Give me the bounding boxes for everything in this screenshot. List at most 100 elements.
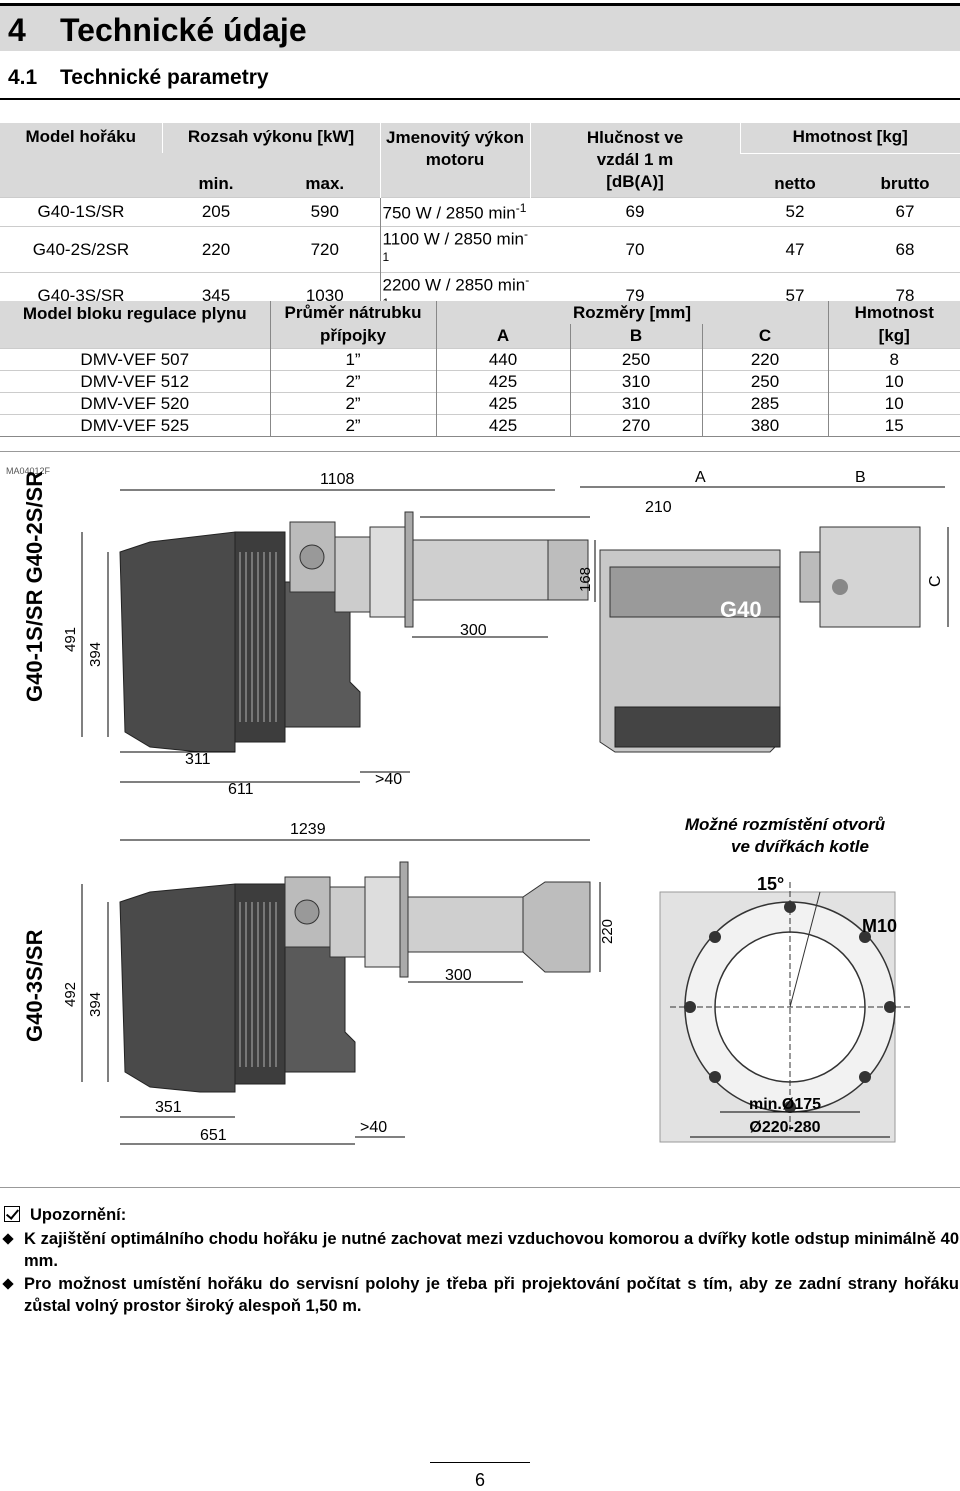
note-text: Pro možnost umístění hořáku do servisní … (24, 1275, 959, 1315)
header-valve-model: Model bloku regulace plynu (0, 301, 270, 349)
header-max: max. (270, 153, 380, 198)
table-header-row: Model hořáku Rozsah výkonu [kW] Jmenovit… (0, 123, 960, 198)
page-number: 6 (474, 1470, 485, 1490)
model-label-top: G40-1S/SR G40-2S/SR (22, 471, 47, 702)
dim-c: C (927, 575, 944, 587)
cell-valve-model: DMV-VEF 507 (0, 348, 270, 371)
header-diameter-2: přípojky (269, 324, 436, 349)
cell-a: 425 (435, 370, 570, 393)
note-text: K zajištění optimálního chodu hořáku je … (24, 1230, 959, 1270)
page-footer-rule (430, 1462, 530, 1463)
header-range: Rozsah výkonu [kW] (161, 123, 380, 153)
header-netto: netto (740, 152, 850, 198)
drawing-code: MA04012F (6, 466, 51, 476)
dim-311: 311 (185, 751, 211, 768)
table-row: DMV-VEF 520 2” 425 310 285 10 (0, 392, 960, 415)
caption-line-1: Možné rozmístění otvorů (685, 815, 886, 834)
header-c: C (701, 324, 828, 349)
header-weight: Hmotnost [kg] (739, 123, 960, 153)
dim-220: 220 (599, 919, 616, 944)
diamond-bullet-icon (2, 1233, 14, 1245)
cell-noise: 69 (530, 197, 740, 227)
cell-b: 270 (569, 414, 702, 437)
diamond-bullet-icon (2, 1278, 14, 1290)
header-min: min. (162, 153, 270, 198)
cell-weight: 10 (827, 370, 960, 393)
subsection-heading: 4.1 Technické parametry (0, 60, 960, 98)
dim-300-bottom: 300 (445, 967, 472, 984)
burner-top-view: G40 (119, 511, 921, 753)
gas-valve-table: Model bloku regulace plynu Průměr nátrub… (0, 301, 960, 437)
header-valve-weight-2: [kg] (827, 324, 960, 349)
table-row: DMV-VEF 512 2” 425 310 250 10 (0, 370, 960, 393)
dim-611: 611 (228, 781, 254, 798)
cell-b: 250 (569, 348, 702, 371)
cell-brutto: 67 (850, 197, 960, 227)
checkbox-icon (4, 1206, 20, 1222)
cell-netto: 52 (740, 197, 850, 227)
dim-491: 491 (62, 627, 79, 652)
burner-dimension-drawing: MA04012F G40 (0, 451, 960, 1188)
cell-b: 310 (569, 392, 702, 415)
section-title: Technické údaje (60, 12, 307, 48)
dim-394-top: 394 (87, 642, 104, 667)
cell-model: G40-1S/SR (0, 197, 162, 227)
cell-max: 720 (270, 225, 380, 273)
cell-min: 205 (162, 197, 270, 227)
dim-b: B (855, 469, 866, 486)
table-row: DMV-VEF 525 2” 425 270 380 15 (0, 414, 960, 437)
notes-title: Upozornění: (4, 1204, 126, 1226)
boiler-door-pattern (659, 882, 910, 1143)
bottom-dimension-lines (81, 839, 601, 1145)
header-dimensions: Rozměry [mm] (435, 301, 828, 325)
dim-394-bottom: 394 (87, 992, 104, 1017)
cell-a: 425 (435, 392, 570, 415)
table-header-row: přípojky A B C [kg] (0, 324, 960, 349)
header-a: A (435, 324, 570, 349)
cell-c: 250 (701, 370, 828, 393)
dim-210: 210 (645, 499, 672, 516)
header-motor: Jmenovitý výkon motoru (379, 123, 530, 198)
dim-492: 492 (62, 982, 79, 1007)
bolt-label: M10 (862, 916, 897, 936)
cell-diameter: 1” (269, 348, 436, 371)
header-b: B (569, 324, 702, 349)
cell-brutto: 68 (850, 225, 960, 273)
header-diameter: Průměr nátrubku (269, 301, 436, 325)
section-number: 4 (8, 12, 26, 48)
dim-1239: 1239 (290, 821, 326, 838)
min-diameter-label: min.Ø175 (749, 1096, 821, 1113)
dim-40-top: >40 (375, 771, 402, 788)
caption-line-2: ve dvířkách kotle (731, 837, 869, 856)
cell-motor: 750 W / 2850 min-1 (379, 197, 530, 227)
header-noise: Hlučnost ve vzdál 1 m [dB(A)] (529, 123, 740, 198)
subsection-title: Technické parametry (60, 66, 269, 89)
cell-c: 285 (701, 392, 828, 415)
burner-parameters-table: Model hořáku Rozsah výkonu [kW] Jmenovit… (0, 123, 960, 319)
header-model: Model hořáku (0, 123, 162, 153)
header-brutto: brutto (850, 152, 960, 198)
section-heading: 4 Technické údaje (0, 3, 960, 51)
cell-c: 380 (701, 414, 828, 437)
diameter-range-label: Ø220-280 (749, 1119, 820, 1136)
cell-valve-model: DMV-VEF 520 (0, 392, 270, 415)
cell-max: 590 (270, 197, 380, 227)
table-row: G40-2S/2SR 220 720 1100 W / 2850 min-1 7… (0, 225, 960, 273)
cell-motor: 1100 W / 2850 min-1 (379, 225, 530, 273)
cell-b: 310 (569, 370, 702, 393)
top-dimension-lines (81, 486, 949, 783)
dim-168: 168 (577, 567, 594, 592)
cell-diameter: 2” (269, 414, 436, 437)
dim-a: A (695, 469, 706, 486)
cell-min: 220 (162, 225, 270, 273)
cell-c: 220 (701, 348, 828, 371)
dim-351: 351 (155, 1099, 182, 1116)
angle-label: 15° (757, 874, 784, 894)
cell-valve-model: DMV-VEF 512 (0, 370, 270, 393)
table-row: DMV-VEF 507 1” 440 250 220 8 (0, 348, 960, 371)
cell-weight: 15 (827, 414, 960, 437)
cell-valve-model: DMV-VEF 525 (0, 414, 270, 437)
table-row: G40-1S/SR 205 590 750 W / 2850 min-1 69 … (0, 197, 960, 227)
header-valve-weight: Hmotnost (827, 301, 960, 325)
cell-diameter: 2” (269, 392, 436, 415)
